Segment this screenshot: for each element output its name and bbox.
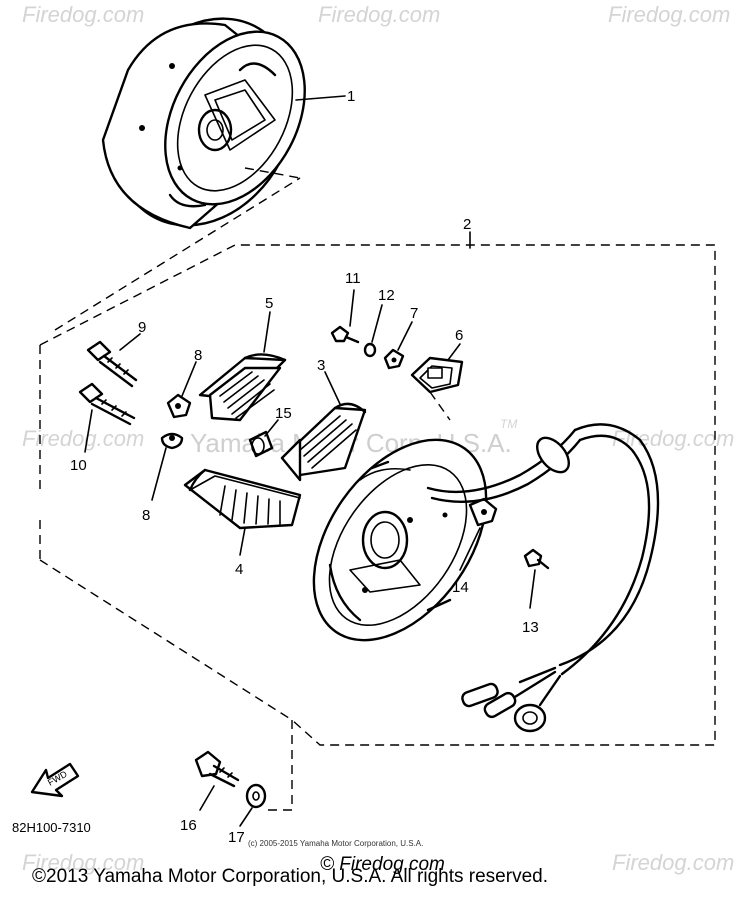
callout-9: 9 xyxy=(138,319,146,336)
footer-copyright: ©2013 Yamaha Motor Corporation, U.S.A. A… xyxy=(32,866,548,887)
callout-3: 3 xyxy=(317,357,325,374)
screws-8: 8 8 xyxy=(142,347,202,524)
callout-7: 7 xyxy=(410,305,418,322)
callout-1: 1 xyxy=(347,88,355,105)
watermark-firedog: Firedog.com xyxy=(318,2,440,27)
leader-lower xyxy=(268,720,293,811)
callout-15: 15 xyxy=(275,405,292,422)
fwd-arrow: FWD xyxy=(30,762,80,798)
watermark-firedog: Firedog.com xyxy=(608,2,730,27)
small-copyright: (c) 2005-2015 Yamaha Motor Corporation, … xyxy=(248,839,423,848)
callout-14: 14 xyxy=(452,579,469,596)
bolt-16: 16 xyxy=(180,750,240,834)
callout-8: 8 xyxy=(194,347,202,364)
callout-17: 17 xyxy=(228,829,245,846)
callout-5: 5 xyxy=(265,295,273,312)
callout-4: 4 xyxy=(235,561,243,578)
callout-12: 12 xyxy=(378,287,395,304)
callout-6: 6 xyxy=(455,327,463,344)
watermark-firedog: Firedog.com xyxy=(22,426,144,451)
washer-17: 17 xyxy=(228,783,267,846)
coil-4: 4 xyxy=(183,468,302,578)
callout-8b: 8 xyxy=(142,507,150,524)
bolts-9-10: 9 10 xyxy=(70,319,146,474)
wire-harness xyxy=(426,423,660,733)
callout-10: 10 xyxy=(70,457,87,474)
watermark-firedog: Firedog.com xyxy=(612,426,734,451)
screw-13: 13 xyxy=(522,548,550,636)
collar-15: 15 xyxy=(248,405,292,458)
watermark-tm: TM xyxy=(500,417,517,431)
flywheel-rotor: 1 xyxy=(101,17,355,230)
stator-assembly-outline: 2 xyxy=(39,177,716,746)
watermark-firedog: Firedog.com xyxy=(612,850,734,875)
watermark-firedog: Firedog.com xyxy=(22,2,144,27)
callout-16: 16 xyxy=(180,817,197,834)
coil-5: 5 xyxy=(198,295,287,422)
watermark-firedog: Firedog.com xyxy=(22,850,144,875)
drawing-number: 82H100-7310 xyxy=(12,820,91,835)
callout-13: 13 xyxy=(522,619,539,636)
coil-3: 3 xyxy=(280,357,367,482)
callout-11: 11 xyxy=(345,270,361,287)
footer-firedog: © Firedog.com xyxy=(320,854,445,875)
callout-2: 2 xyxy=(463,216,471,233)
hardware-upper: 11 12 7 6 xyxy=(330,270,463,421)
